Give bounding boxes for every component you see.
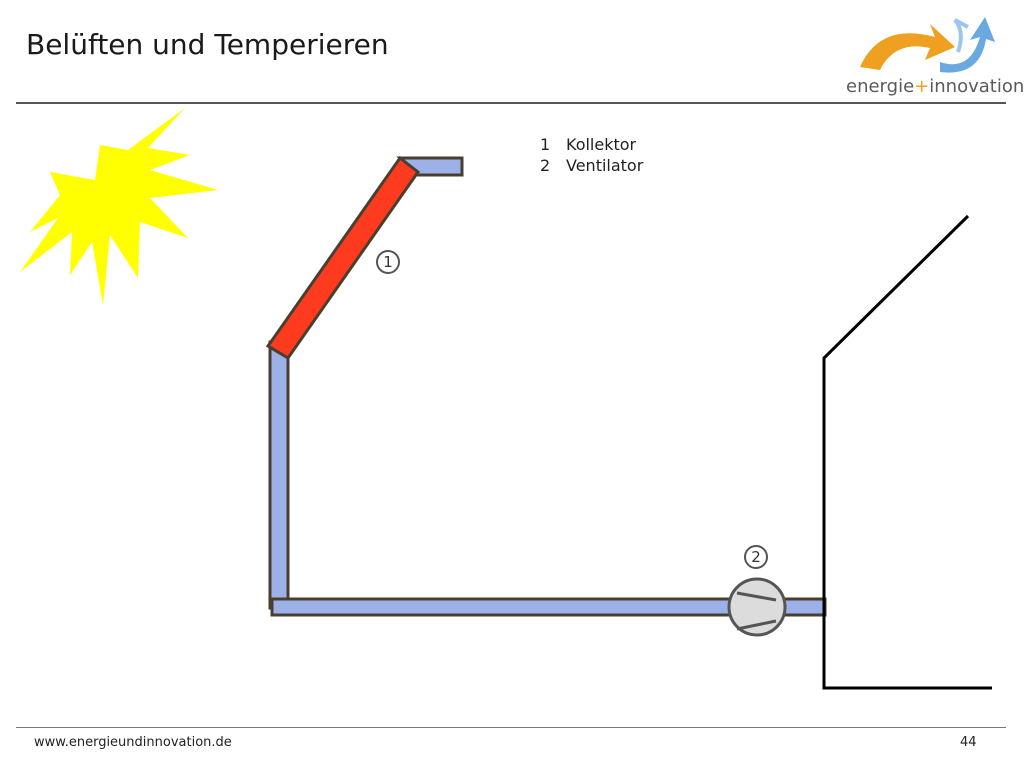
legend-label: Ventilator xyxy=(566,156,644,175)
footer-divider xyxy=(16,727,1006,728)
legend-item: 2 Ventilator xyxy=(540,155,643,176)
fan-icon xyxy=(727,577,787,637)
logo-word-energie: energie xyxy=(846,76,915,97)
legend-label: Kollektor xyxy=(566,135,637,154)
logo-wordmark: energie+innovation xyxy=(846,76,1024,97)
sun-icon xyxy=(20,108,218,305)
page-title: Belüften und Temperieren xyxy=(26,28,389,61)
footer-url: www.energieundinnovation.de xyxy=(34,735,232,750)
legend-number: 2 xyxy=(540,156,551,175)
logo-plus: + xyxy=(914,76,930,97)
header-divider xyxy=(16,102,1006,104)
house-outline xyxy=(822,214,992,690)
duct-vertical xyxy=(268,340,290,610)
page-number: 44 xyxy=(960,735,977,750)
solar-collector xyxy=(265,155,421,361)
legend-item: 1 Kollektor xyxy=(540,134,643,155)
legend-number: 1 xyxy=(540,135,551,154)
company-logo: energie+innovation xyxy=(840,12,1024,100)
marker-fan: 2 xyxy=(744,545,768,569)
logo-word-innovation: innovation xyxy=(929,76,1024,97)
marker-collector: 1 xyxy=(376,250,400,274)
legend: 1 Kollektor 2 Ventilator xyxy=(540,134,643,176)
logo-arrows-icon xyxy=(860,17,995,73)
